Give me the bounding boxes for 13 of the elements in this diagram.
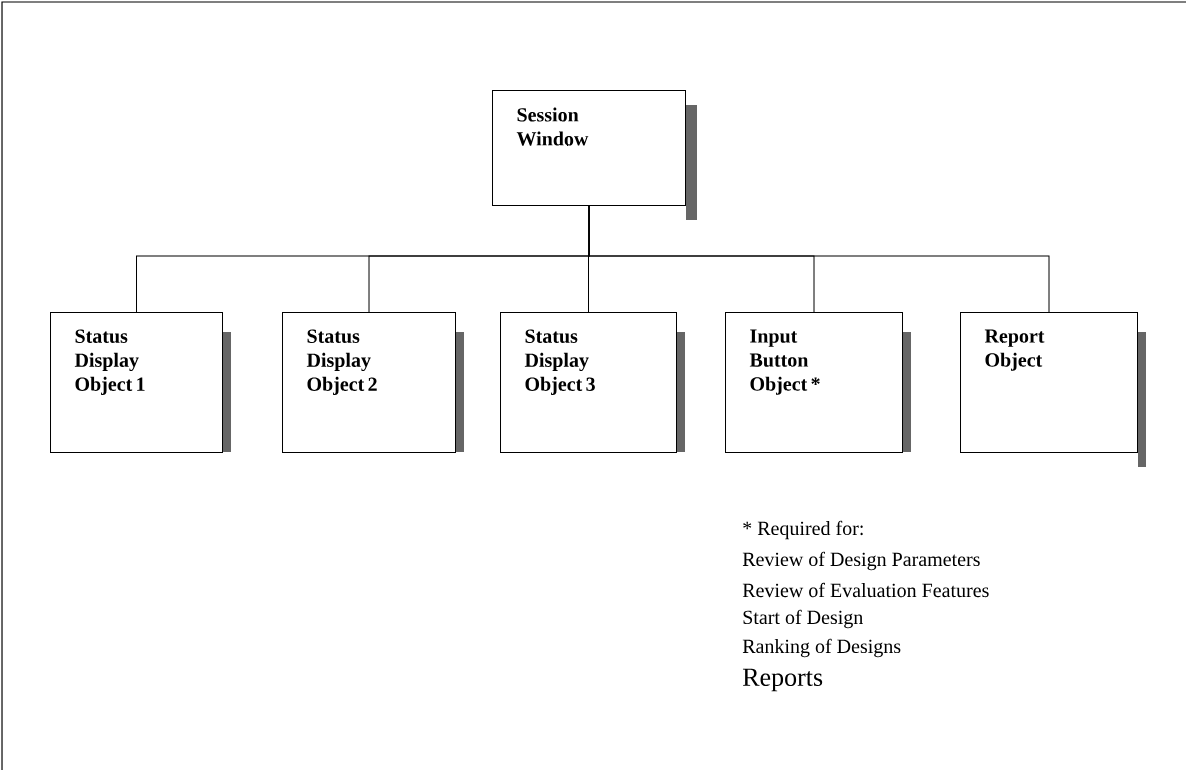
object-box: Report Object [960,312,1146,467]
object-box: Status Display Object 2 [282,312,464,453]
object-box: Status Display Object 3 [500,312,685,453]
note-text: Review of Design Parameters [742,551,980,571]
object-box: Status Display Object 1 [50,312,231,453]
note-text: Reports [742,668,823,692]
note-text: * Required for: [743,520,863,540]
connector-line [588,205,1050,313]
object-box: Input Button Object * [725,312,911,453]
note-text: Start of Design [743,609,863,629]
object-box: Session Window [492,90,697,220]
note-text: Ranking of Designs [742,638,901,658]
note-text: Review of Evaluation Features [742,582,989,598]
